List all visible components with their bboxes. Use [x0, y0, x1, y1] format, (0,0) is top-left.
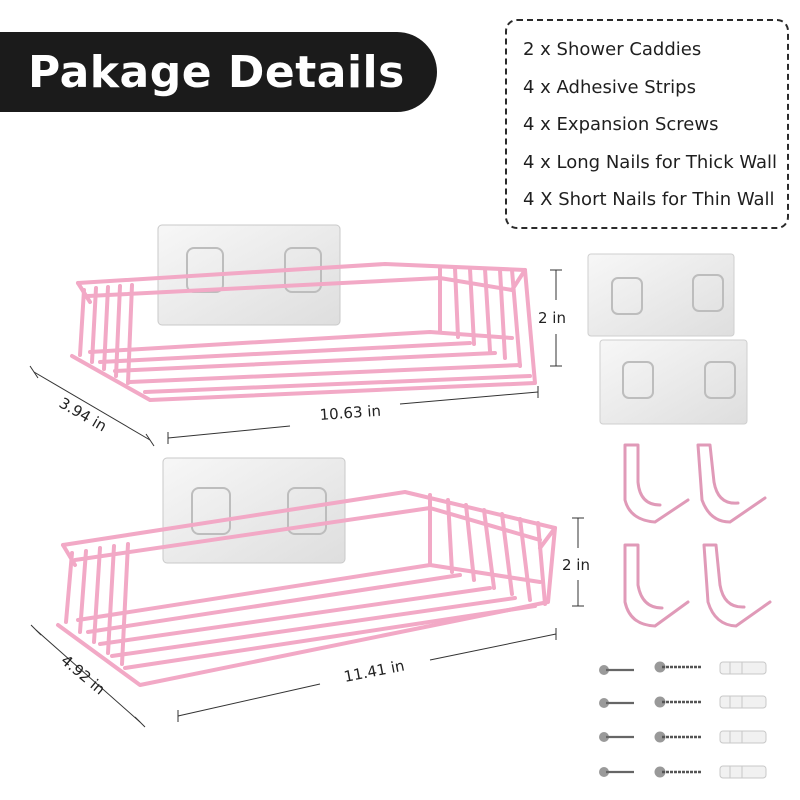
small-caddy-width-dimension: 10.63 in	[167, 386, 539, 444]
large-shower-caddy: 4.92 in 11.41 in 2 in	[30, 457, 590, 728]
large-caddy-width-dimension: 11.41 in	[177, 628, 557, 722]
hook-clip-icon	[692, 274, 724, 312]
large-caddy-width-label: 11.41 in	[342, 657, 406, 686]
hook-clip-icon	[611, 277, 643, 315]
short-nail-icon	[599, 767, 634, 777]
contents-item: 4 x Long Nails for Thick Wall	[523, 151, 778, 173]
contents-item: 4 x Expansion Screws	[523, 114, 719, 135]
hook-icon	[702, 543, 772, 628]
short-nail-icon	[599, 665, 634, 675]
small-caddy-height-dimension: 2 in	[538, 269, 566, 367]
hook-icon	[623, 543, 690, 628]
adhesive-strip-icon	[587, 253, 735, 337]
expansion-anchor-icon	[719, 695, 767, 709]
adhesive-strip-icon	[157, 224, 341, 326]
expansion-anchors-group	[719, 661, 767, 779]
title-banner: Pakage Details	[0, 32, 437, 112]
small-caddy-depth-label: 3.94 in	[56, 394, 110, 436]
expansion-anchor-icon	[719, 661, 767, 675]
small-caddy-width-label: 10.63 in	[319, 402, 381, 424]
short-nails-group	[599, 665, 634, 777]
short-nail-icon	[599, 732, 634, 742]
long-nail-icon	[654, 731, 702, 743]
hook-icon	[696, 443, 767, 524]
long-nail-icon	[654, 661, 702, 673]
contents-item: 2 x Shower Caddies	[523, 39, 702, 60]
spare-adhesive-strips	[587, 253, 748, 425]
long-nails-group	[654, 661, 702, 778]
small-caddy-height-label: 2 in	[538, 309, 566, 327]
large-caddy-height-label: 2 in	[562, 556, 590, 574]
large-caddy-height-dimension: 2 in	[562, 517, 590, 607]
hook-clip-icon	[704, 361, 736, 399]
expansion-anchor-icon	[719, 765, 767, 779]
page-title: Pakage Details	[28, 46, 405, 98]
expansion-anchor-icon	[719, 730, 767, 744]
long-nail-icon	[654, 696, 702, 708]
contents-item: 4 X Short Nails for Thin Wall	[523, 189, 775, 210]
adhesive-strip-icon	[162, 457, 346, 564]
small-shower-caddy: 3.94 in 10.63 in 2 in	[29, 224, 566, 447]
hardware-group	[599, 661, 767, 779]
long-nail-icon	[654, 766, 702, 778]
package-contents-box: 2 x Shower Caddies 4 x Adhesive Strips 4…	[505, 19, 789, 229]
large-caddy-frame	[56, 490, 557, 687]
small-caddy-frame	[70, 262, 537, 402]
hook-icon	[623, 443, 690, 524]
short-nail-icon	[599, 698, 634, 708]
hooks-group	[623, 443, 772, 628]
hook-clip-icon	[622, 361, 654, 399]
small-caddy-depth-dimension: 3.94 in	[29, 365, 155, 447]
contents-item: 4 x Adhesive Strips	[523, 76, 696, 98]
